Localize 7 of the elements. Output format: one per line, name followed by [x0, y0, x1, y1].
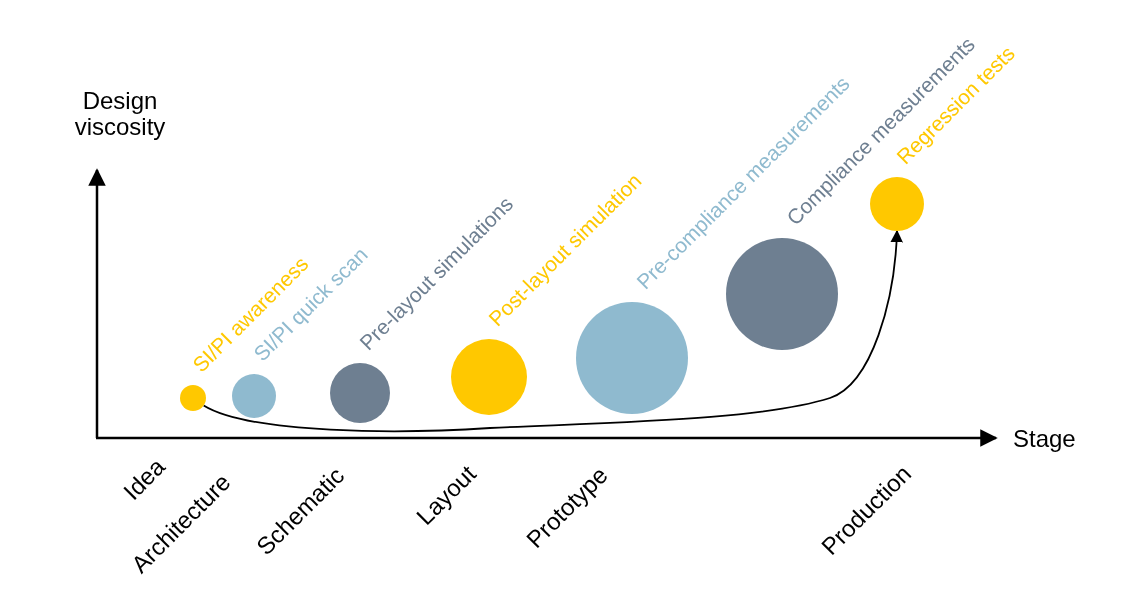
bubble: [870, 177, 924, 231]
bubble: [232, 374, 276, 418]
growth-curve-arrow: [202, 229, 903, 433]
axis-title: Design viscosity: [73, 88, 167, 140]
axis-title: Stage: [1013, 426, 1076, 452]
bubble: [180, 385, 206, 411]
bubble: [330, 363, 390, 423]
